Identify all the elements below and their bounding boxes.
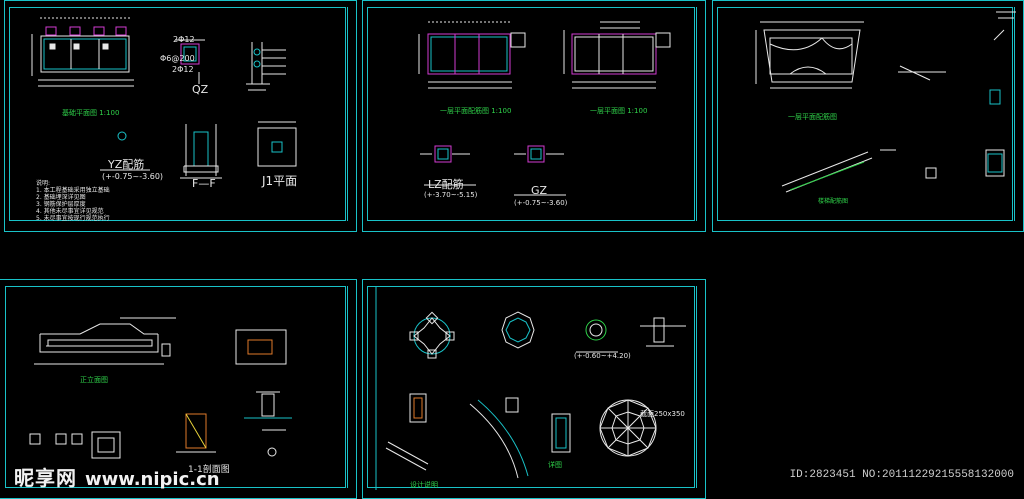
gz-range-label: (+-0.75~-3.60) xyxy=(514,199,568,207)
octagon-pavilion-plan xyxy=(409,311,455,359)
small-details-sheet4 xyxy=(29,431,121,459)
note-line: 1. 本工程基础采用独立基础 xyxy=(36,187,110,194)
stair-section-drawing xyxy=(781,149,896,193)
note-line: 说明: xyxy=(36,180,51,187)
qz-column-section xyxy=(175,39,205,84)
wall-footing-details xyxy=(409,393,571,453)
plan-left-drawing xyxy=(418,21,526,89)
column-elevation-detail xyxy=(246,42,286,91)
sheet-2-frame xyxy=(367,7,695,221)
nipic-watermark: 昵享网 www.nipic.cn xyxy=(14,462,220,491)
yz-label: YZ配筋 xyxy=(108,158,145,171)
image-id-label: ID:2823451 NO:20111229215558132000 xyxy=(789,469,1014,481)
ff-label: F—F xyxy=(192,177,216,190)
ff-footing-section xyxy=(180,124,222,179)
elevation-drawing xyxy=(34,317,176,365)
section-1-1-caption: 1-1剖面图 xyxy=(188,465,230,475)
bar-bot-label: 2Φ12 xyxy=(172,65,194,74)
gz-column-detail xyxy=(514,145,566,196)
lz-label: LZ配筋 xyxy=(428,178,464,191)
sheet-2-title-strip xyxy=(696,7,701,221)
watermark-brand: 昵享网 xyxy=(14,466,77,490)
section-size-label: 截面250x350 xyxy=(640,410,685,418)
sheet-3-title-strip xyxy=(1014,7,1019,221)
plan-caption-s1: 基础平面图 1:100 xyxy=(62,109,120,117)
qz-label: QZ xyxy=(192,83,209,96)
watermark-url: www.nipic.cn xyxy=(84,469,220,490)
sheet-4-frame xyxy=(5,286,346,488)
notes-block: 说明: 1. 本工程基础采用独立基础 2. 基础埋深详见图 3. 钢筋保护层厚度… xyxy=(36,180,110,222)
note-line: 5. 未尽事宜按现行规范执行 xyxy=(36,215,110,222)
note-line: 3. 钢筋保护层厚度 xyxy=(36,201,86,208)
stair-caption: 楼梯配筋图 xyxy=(818,198,849,205)
octagon-column-section xyxy=(501,311,535,349)
note-line: 2. 基础埋深详见图 xyxy=(36,194,86,201)
drawing-sheet-2[interactable] xyxy=(362,0,706,232)
yz-range-label: (+-0.75~-3.60) xyxy=(102,172,164,181)
sheet-1-title-strip xyxy=(347,7,352,221)
sheet-4-title-strip xyxy=(347,286,352,488)
j1-label: J1平面 xyxy=(262,174,298,188)
plan-right-drawing xyxy=(563,21,671,89)
lz-column-detail xyxy=(420,145,476,186)
sheet-5-frame xyxy=(367,286,695,488)
lz-range-label: (+-3.70~-5.15) xyxy=(424,191,478,199)
gz-label: GZ xyxy=(531,184,548,197)
section-1-1-drawing xyxy=(176,329,292,457)
bar-stirrup-label: Φ6@200 xyxy=(160,54,195,63)
sheet-1-frame xyxy=(9,7,346,221)
round-column-section xyxy=(576,319,618,353)
umbrella-roof-plan xyxy=(599,399,657,457)
design-notes-caption: 设计说明 xyxy=(410,481,438,489)
framing-plan-caption: 一层平面配筋图 xyxy=(788,113,837,121)
detail-caption-s5: 详图 xyxy=(548,461,562,469)
yz-column-detail xyxy=(100,131,150,171)
sheet-5-title-strip xyxy=(696,286,701,488)
j1-footing-plan xyxy=(257,121,297,167)
curved-beam-section xyxy=(385,399,529,479)
drawing-sheet-1[interactable] xyxy=(4,0,357,232)
elevation-caption: 正立面图 xyxy=(80,376,108,384)
right-details-sheet3 xyxy=(898,11,1016,179)
framing-plan-drawing xyxy=(755,21,864,89)
plan-left-caption: 一层平面配筋图 1:100 xyxy=(440,107,512,115)
foundation-plan-drawing xyxy=(31,17,134,87)
plan-right-caption: 一层平面图 1:100 xyxy=(590,107,648,115)
sheet-3-frame xyxy=(717,7,1013,221)
bar-top-label: 2Φ12 xyxy=(173,35,195,44)
range-label-s5: (+-0.60~+4.20) xyxy=(574,352,631,360)
j6-detail-drawing xyxy=(640,317,686,347)
note-line: 4. 其他未尽事宜详见规范 xyxy=(36,208,104,215)
